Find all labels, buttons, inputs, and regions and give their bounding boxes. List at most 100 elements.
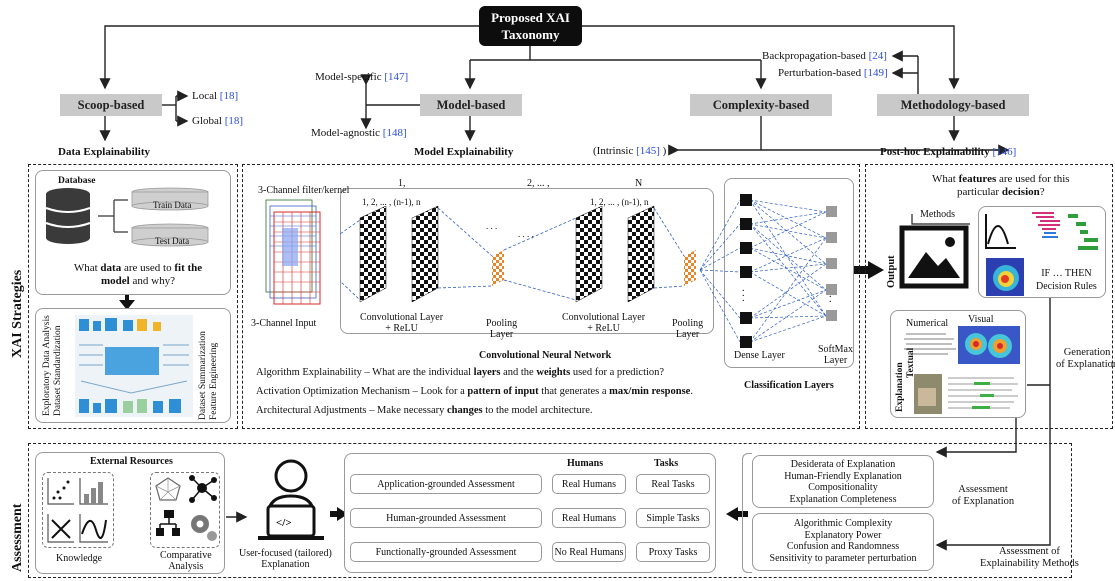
scoop-global: Global [18] [192,115,244,127]
seq-n: N [635,178,643,189]
humans-header: Humans [567,458,604,469]
conv1-label: Convolutional Layer+ ReLU [360,312,444,334]
category-methodology-label: Methodology-based [900,98,1006,112]
svg-text:.: . [742,288,745,299]
comparative-analysis-icon [155,475,217,541]
posthoc-panel [865,164,1113,429]
assessment-panel [28,443,1072,578]
side-label-assessment: Assessment [10,503,25,572]
filter-label: 3-Channel filter/kernel [258,185,350,196]
input-label: 3-Channel Input [251,318,317,329]
output-label: Output [886,255,897,288]
activation-optimization: Activation Optimization Mechanism – Look… [256,386,693,397]
train-data-label: Train Data [153,200,192,210]
knowledge-label: Knowledge [56,553,103,564]
svg-text:</>: </> [276,517,292,529]
tasks-header: Tasks [654,458,679,469]
eda-dashboard-image [75,315,193,417]
tasks-row-2: Simple Tasks [636,508,710,528]
database-icon [45,187,209,247]
section-model-explainability: Model Explainability [414,146,514,158]
cnn-title: Convolutional Neural Network [479,350,612,361]
assessment-bracket [742,453,752,573]
humans-row-1: Real Humans [552,474,626,494]
test-data-label: Test Data [155,236,190,246]
dense-network: ... .. [699,194,837,348]
maps-2: 1, 2, ... , (n-1), n [590,197,649,207]
comparative-box [150,472,220,548]
assessment-row-2: Human-grounded Assessment [350,508,542,528]
side-label-strategies: XAI Strategies [10,269,25,358]
assessment-row-1: Application-grounded Assessment [350,474,542,494]
category-model-label: Model-based [436,98,506,112]
scoop-local: Local [18] [192,90,239,102]
numerical-label: Numerical [906,318,949,329]
svg-text:.: . [742,293,745,304]
category-complexity: Complexity-based [690,94,832,116]
model-panel [242,164,860,429]
knowledge-charts-icon [47,478,108,543]
conv2-label: Convolutional Layer+ ReLU [562,312,646,334]
taxonomy-root-label: Proposed XAI Taxonomy [491,10,570,42]
category-scoop-label: Scoop-based [77,98,145,112]
svg-text:.: . [829,294,832,305]
svg-text:.: . [742,283,745,294]
methodology-backprop: Backpropagation-based [24] [762,50,887,62]
humans-row-3: No Real Humans [552,542,626,562]
seq-1: 1, [398,178,406,189]
data-panel [28,164,238,429]
visual-saliency-map [958,326,1020,364]
model-specific: Model-specific [147] [315,71,409,83]
features-question: What features are used for this particul… [932,173,1070,198]
maps-1: 1, 2, ... , (n-1), n [362,197,421,207]
category-methodology: Methodology-based [877,94,1029,116]
complexity-intrinsic: (Intrinsic [145] ) [593,145,667,157]
methods-assessment-box [752,513,934,571]
classification-title: Classification Layers [744,380,834,391]
database-label: Database [58,176,96,186]
output-image-icon [899,214,970,289]
textual-explanation [914,374,1018,414]
algorithm-explainability: Algorithm Explainability – What are the … [256,367,665,378]
category-complexity-label: Complexity-based [712,98,810,112]
category-model: Model-based [420,94,522,116]
architectural-adjustments: Architectural Adjustments – Make necessa… [256,405,593,416]
seq-2: 2, ... , [527,178,550,189]
methodology-perturb: Perturbation-based [149] [778,67,888,79]
humans-row-2: Real Humans [552,508,626,528]
numerical-formula [904,333,956,355]
cnn-mid-dots: . . . [486,221,498,231]
data-question: What data are used to fit the model and … [73,262,203,287]
dense-label: Dense Layer [734,350,785,361]
taxonomy-root: Proposed XAI Taxonomy [479,6,582,46]
methods-label: Methods [920,209,955,220]
external-resources-title: External Resources [90,456,173,467]
svg-text:.: . [829,289,832,300]
tasks-row-1: Real Tasks [636,474,710,494]
tasks-row-3: Proxy Tasks [636,542,710,562]
input-grid-icon [265,199,321,305]
desiderata-box [752,455,934,508]
user-laptop-icon: </> [258,459,324,540]
assessment-row-3: Functionally-grounded Assessment [350,542,542,562]
heatmap-thumbnail [986,258,1024,296]
user-focused-label: User-focused (tailored)Explanation [239,548,332,570]
methods-visuals [985,212,1098,250]
visual-label: Visual [968,314,994,325]
knowledge-box [42,472,114,548]
cnn-feature-maps [340,205,696,303]
